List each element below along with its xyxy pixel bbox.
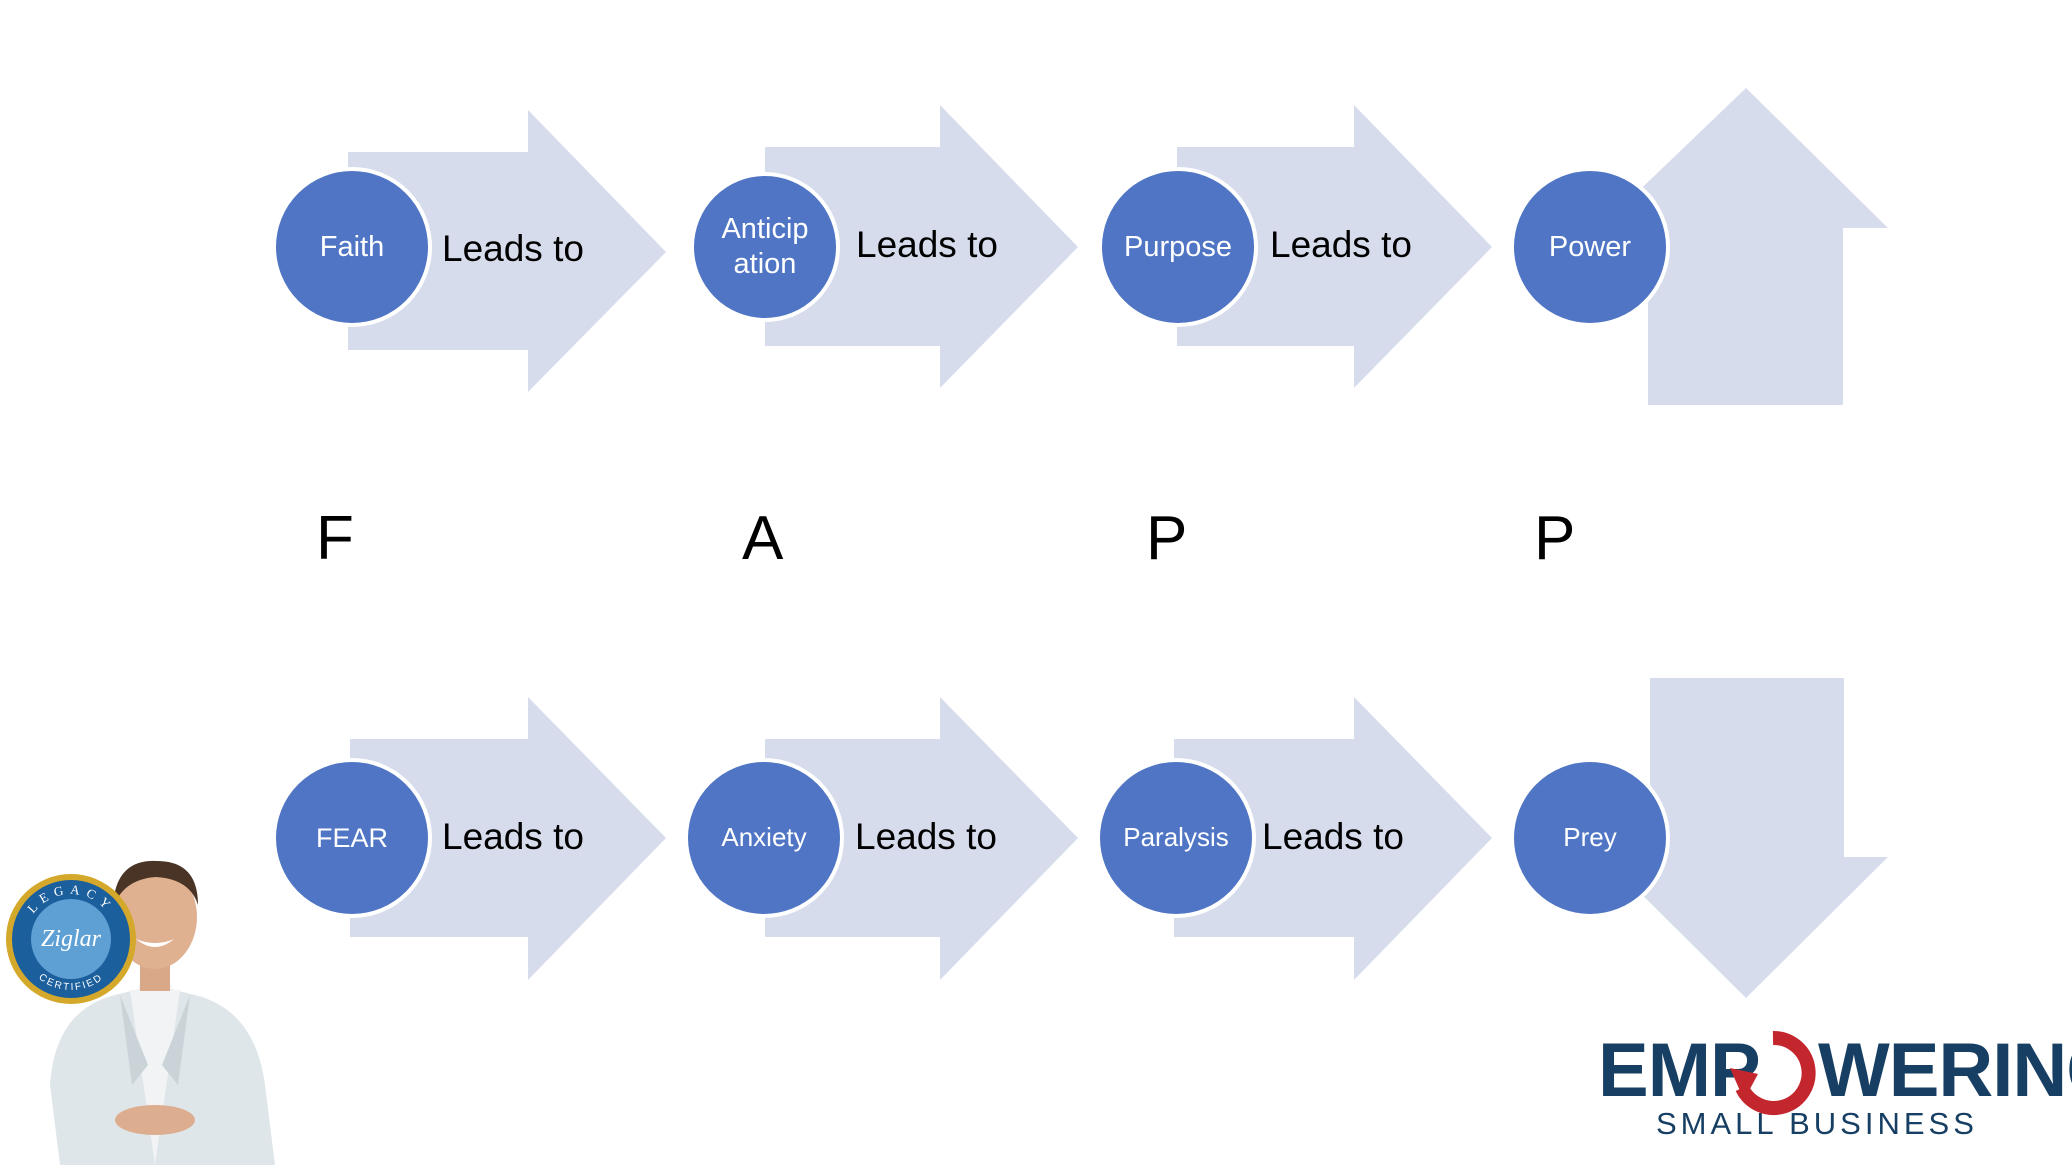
arrow-right-shape: [1177, 105, 1492, 388]
logo-arrow-o-icon: [1730, 1030, 1816, 1115]
acronym-letter: P: [1146, 504, 1188, 573]
node-label: Anticipation: [721, 213, 809, 280]
logo-word-right: WERING: [1818, 1028, 2072, 1113]
node-fear: FEAR: [272, 758, 432, 918]
arrow-up-shape: [1600, 88, 1888, 405]
arrow-right-shape: [1174, 697, 1492, 980]
node-power: Power: [1510, 167, 1670, 327]
node-prey: Prey: [1510, 758, 1670, 918]
arrow-right-shape: [765, 105, 1078, 388]
acronym-letter: A: [742, 504, 784, 573]
node-purpose: Purpose: [1098, 167, 1258, 327]
node-anxiety: Anxiety: [684, 758, 844, 918]
connector-label: Leads to: [442, 228, 584, 269]
node-paralysis: Paralysis: [1096, 758, 1256, 918]
acronym-letter: F: [316, 504, 354, 573]
node-faith: Faith: [272, 167, 432, 327]
connector-label: Leads to: [855, 816, 997, 857]
node-label: Faith: [319, 230, 385, 263]
arrow-down-shape: [1604, 678, 1888, 998]
connector-label: Leads to: [442, 816, 584, 857]
ziglar-certified-badge: LEGACY CERTIFIED Ziglar: [6, 874, 136, 1004]
node-label: Prey: [1563, 822, 1617, 853]
connector-label: Leads to: [1262, 816, 1404, 857]
node-label: Anxiety: [721, 822, 807, 853]
arrow-right-shape: [350, 697, 666, 980]
node-label: Purpose: [1123, 230, 1232, 263]
node-label: FEAR: [315, 822, 388, 853]
logo-subtitle: SMALL BUSINESS: [1656, 1106, 1978, 1141]
node-label: Paralysis: [1123, 822, 1229, 853]
arrow-right-shape: [348, 110, 666, 392]
node-anticipation: Anticipation: [690, 172, 840, 322]
connector-label: Leads to: [1270, 224, 1412, 265]
acronym-letter: P: [1534, 504, 1576, 573]
badge-center-text: Ziglar: [41, 926, 102, 952]
connector-label: Leads to: [856, 224, 998, 265]
arrow-right-shape: [765, 697, 1078, 980]
node-label: Power: [1548, 230, 1632, 263]
